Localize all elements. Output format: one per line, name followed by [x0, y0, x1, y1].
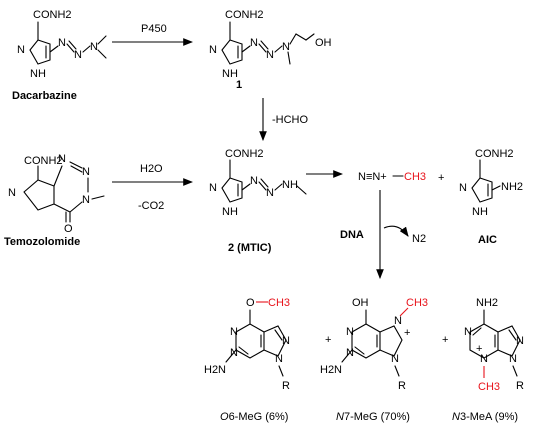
o6-meg-n7: N — [282, 335, 290, 347]
methyldiazonium: N≡N+ CH3 — [358, 171, 426, 183]
dna-label: DNA — [340, 229, 364, 241]
mtic-n: N — [209, 182, 217, 194]
o6-meg-r: R — [282, 380, 290, 392]
n7-meg-prefix: N — [336, 411, 344, 423]
n3-mea-n1: N — [464, 326, 472, 338]
n7-meg-yield: 7-MeG (70%) — [344, 411, 410, 423]
compound-1-structure: CONH2 N NH N N N OH — [209, 9, 332, 80]
n3-mea-charge: + — [476, 343, 482, 355]
mtic-n1: N — [250, 175, 258, 187]
aic-nh: NH — [472, 206, 488, 218]
aic-label: AIC — [478, 234, 497, 246]
plus-n7: + — [325, 334, 331, 346]
n3-mea-yield: 3-MeA (9%) — [460, 411, 518, 423]
o6-meg-methyl: CH3 — [268, 297, 290, 309]
o6-meg-label: O6-MeG (6%) — [220, 411, 288, 423]
h2o-label: H2O — [140, 163, 163, 175]
o6-meg-h2n: H2N — [204, 364, 226, 376]
compound-1-n3: N — [282, 41, 290, 53]
co2-label: -CO2 — [138, 200, 164, 212]
hcho-label: -HCHO — [272, 114, 308, 126]
n7-meg-structure: OH N N N CH3 + N R H2N — [320, 297, 428, 392]
p450-label: P450 — [141, 23, 167, 35]
n3-mea-r: R — [516, 380, 524, 392]
n2-label: N2 — [412, 233, 426, 245]
diazonium-methyl: CH3 — [404, 171, 426, 183]
temozolomide-conh2: CONH2 — [24, 155, 63, 167]
n3-mea-n3: N — [480, 353, 488, 365]
dacarbazine-n1: N — [58, 37, 66, 49]
n7-meg-h2n: H2N — [320, 364, 342, 376]
temozolomide-structure: CONH2 N N N N O — [8, 153, 105, 235]
plus-aic: + — [438, 172, 444, 184]
o6-meg-n1: N — [230, 326, 238, 338]
o6-meg-prefix: O — [220, 411, 229, 423]
dacarbazine-label: Dacarbazine — [12, 90, 77, 102]
dacarbazine-nh: NH — [30, 68, 46, 80]
o6-meg-o: O — [246, 297, 255, 309]
plus-n3: + — [442, 334, 448, 346]
compound-1-n2: N — [266, 49, 274, 61]
n3-mea-prefix: N — [452, 411, 460, 423]
o6-meg-yield: 6-MeG (6%) — [229, 411, 289, 423]
compound-1-n: N — [209, 44, 217, 56]
mtic-label: 2 (MTIC) — [228, 242, 272, 254]
temozolomide-label: Temozolomide — [4, 236, 80, 248]
n3-mea-nh2: NH2 — [476, 297, 498, 309]
compound-1-oh: OH — [315, 37, 332, 49]
mtic-nh: NH — [222, 206, 238, 218]
temozolomide-n1: N — [58, 153, 66, 165]
n7-meg-n9: N — [391, 353, 399, 365]
n7-meg-oh: OH — [352, 297, 369, 309]
dacarbazine-conh2: CONH2 — [33, 9, 72, 21]
n7-meg-label: N7-MeG (70%) — [336, 411, 410, 423]
temozolomide-n3: N — [82, 194, 90, 206]
compound-1-conh2: CONH2 — [225, 9, 264, 21]
dacarbazine-n2: N — [74, 49, 82, 61]
mtic-nh-methyl: NH — [282, 179, 298, 191]
o6-meg-n9: N — [275, 353, 283, 365]
dacarbazine-n: N — [17, 44, 25, 56]
aic-conh2: CONH2 — [475, 148, 514, 160]
n3-mea-methyl: CH3 — [478, 381, 500, 393]
mtic-n2: N — [266, 187, 274, 199]
n3-mea-structure: NH2 N N + CH3 N N R — [464, 297, 524, 393]
temozolomide-n-imidazole: N — [8, 187, 16, 199]
temozolomide-o: O — [64, 223, 73, 235]
n7-meg-charge: + — [404, 327, 410, 339]
dacarbazine-n3: N — [90, 41, 98, 53]
compound-1-nh: NH — [222, 68, 238, 80]
n7-meg-n1: N — [346, 326, 354, 338]
temozolomide-n2: N — [82, 166, 90, 178]
aic-nh2: NH2 — [501, 181, 523, 193]
n7-meg-r: R — [398, 380, 406, 392]
dacarbazine-structure: CONH2 N NH N N N — [17, 9, 107, 80]
mtic-name: MTIC — [241, 242, 268, 254]
compound-1-n1: N — [250, 37, 258, 49]
n3-mea-n9: N — [509, 353, 517, 365]
aic-structure: CONH2 N NH NH2 — [459, 148, 523, 218]
n3-mea-label: N3-MeA (9%) — [452, 411, 518, 423]
diazonium-n2: N≡N+ — [358, 171, 387, 183]
n7-meg-n7: N — [394, 315, 402, 327]
n2-release-arrow — [383, 225, 409, 237]
n3-mea-n7: N — [516, 335, 524, 347]
o6-meg-structure: CH3 O N N N N R H2N — [204, 297, 290, 392]
mtic-number: 2 — [228, 242, 234, 254]
n7-meg-methyl: CH3 — [406, 297, 428, 309]
mtic-structure: CONH2 N NH N N NH — [209, 148, 307, 218]
mtic-conh2: CONH2 — [225, 148, 264, 160]
aic-n: N — [459, 182, 467, 194]
compound-1-label: 1 — [236, 79, 242, 91]
